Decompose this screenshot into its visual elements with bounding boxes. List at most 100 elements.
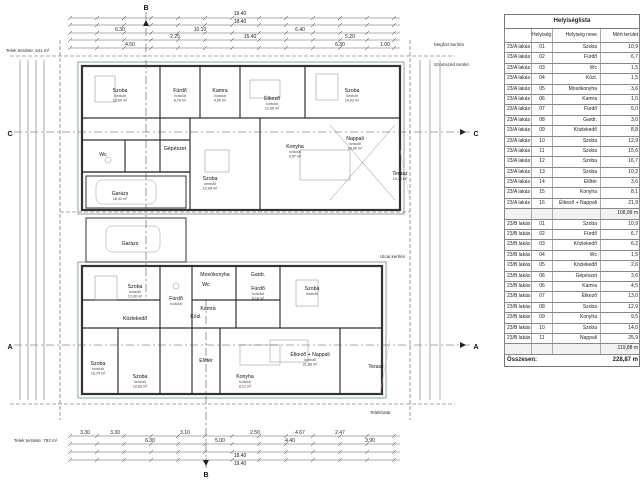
room-name: Terasz xyxy=(392,171,408,177)
row-area: 1,5 xyxy=(631,64,638,71)
row-number: 04 xyxy=(532,250,553,261)
row-number: 14 xyxy=(532,178,553,188)
row-unit: 23/B lakás xyxy=(505,240,532,250)
row-area: 6,2 xyxy=(631,241,638,248)
header-col-unit xyxy=(505,29,532,42)
row-name: Közlekedő xyxy=(553,126,601,136)
room-floor: laminált xyxy=(346,94,358,98)
room-floor: burkolat xyxy=(214,94,226,98)
row-unit: 23/B lakás xyxy=(505,292,532,302)
row-number: 02 xyxy=(532,230,553,240)
row-name: Kamra xyxy=(553,94,601,105)
room-area: 9,57 m² xyxy=(289,155,302,159)
row-area: 12,9 xyxy=(628,303,638,310)
dim-top-inner: 18.40 xyxy=(234,19,247,25)
room-name: Gépészet xyxy=(164,146,187,152)
room-floor: laminált xyxy=(306,292,318,296)
row-area: 4,5 xyxy=(631,282,638,289)
room-name: Konyha xyxy=(286,144,304,150)
row-area: 3,6 xyxy=(631,179,638,186)
room-name: Kamra xyxy=(200,306,215,312)
dim-top-seg5: 4.50 xyxy=(125,42,135,48)
row-number: 01 xyxy=(532,43,553,53)
row-name: Gépészet xyxy=(553,271,601,281)
row-name: Fürdő xyxy=(553,230,601,240)
room-name: Wc xyxy=(202,282,210,288)
room-area: 21,88 m² xyxy=(303,363,318,367)
room-floor: burkolat xyxy=(289,150,301,154)
room-name: Étkező xyxy=(264,95,280,102)
dim-top-seg3: 2.25 xyxy=(170,34,180,40)
subtotal-b-value: 119,88 m xyxy=(617,345,638,352)
room-area: 8,12 m² xyxy=(239,385,252,389)
room-name: Szoba xyxy=(345,88,360,94)
row-unit: 23/A lakás xyxy=(505,188,532,198)
room-area: 6,76 m² xyxy=(174,99,187,103)
room-floor: laminált xyxy=(349,142,361,146)
row-name: Közlekedő xyxy=(553,261,601,271)
row-name: Étkező xyxy=(553,292,601,302)
row-unit: 23/A lakás xyxy=(505,43,532,53)
dim-bottom-seg5: 5.00 xyxy=(215,438,225,444)
dim-bottom-seg1: 3.30 xyxy=(80,430,90,436)
row-unit: 23/A lakás xyxy=(505,53,532,63)
row-unit: 23/A lakás xyxy=(505,63,532,74)
header-col-area: Mért terület xyxy=(612,32,638,38)
row-area: 10,9 xyxy=(628,44,638,50)
room-area: 19,24 m² xyxy=(393,177,408,181)
dim-bottom-inner: 18.40 xyxy=(234,453,247,459)
row-name: Wc xyxy=(553,63,601,74)
room-name: Terasz xyxy=(368,364,384,370)
row-unit: 23/A lakás xyxy=(505,167,532,178)
room-name: Szoba xyxy=(133,374,148,380)
row-unit: 23/A lakás xyxy=(505,105,532,115)
dim-bottom-seg9: 2.47 xyxy=(335,430,345,436)
row-number: 15 xyxy=(532,188,553,198)
row-unit: 23/A lakás xyxy=(505,84,532,94)
row-unit: 23/B lakás xyxy=(505,250,532,261)
row-number: 10 xyxy=(532,323,553,333)
row-area: 3,6 xyxy=(631,272,638,279)
header-col-number: Helyiség szám xyxy=(532,29,553,42)
room-floor: burkolat xyxy=(170,302,182,306)
room-name: Szoba xyxy=(113,88,128,94)
row-name: Szoba xyxy=(553,43,601,53)
row-name: Kamra xyxy=(553,281,601,292)
dim-bottom-seg10: 3.90 xyxy=(365,438,375,444)
row-unit: 23/A lakás xyxy=(505,115,532,126)
row-area: 13,0 xyxy=(628,293,638,300)
room-area: 18,42 m² xyxy=(113,197,128,201)
row-unit: 23/B lakás xyxy=(505,271,532,281)
dim-top-seg7: 5.20 xyxy=(345,34,355,40)
room-area: 6,18 m² xyxy=(252,297,265,301)
section-a-right: A xyxy=(473,344,478,351)
row-unit: 23/A lakás xyxy=(505,178,532,188)
row-name: Szoba xyxy=(553,302,601,313)
room-floor: laminált xyxy=(134,380,146,384)
lot-area-bottom: Telek területe: 793 m² xyxy=(14,438,58,443)
row-number: 07 xyxy=(532,105,553,115)
room-name: Kamra xyxy=(212,88,227,94)
room-floor: laminált xyxy=(92,367,104,371)
row-unit: 23/B lakás xyxy=(505,219,532,230)
dim-bottom-seg2: 3.30 xyxy=(110,430,120,436)
row-number: 02 xyxy=(532,53,553,63)
row-unit: 23/A lakás xyxy=(505,136,532,146)
row-name: Közl. xyxy=(553,74,601,84)
row-area: 2,6 xyxy=(631,262,638,269)
row-unit: 23/A lakás xyxy=(505,146,532,157)
row-name: Szoba xyxy=(553,146,601,157)
total-value: 228,87 m xyxy=(612,356,638,363)
room-area: 12,98 m² xyxy=(203,187,218,191)
margin-label-1: Megfúrt kerítés xyxy=(434,42,465,47)
grand-total: Összesen: 228,87 m xyxy=(504,354,640,367)
room-area: 14,03 m² xyxy=(345,99,360,103)
section-a-left: A xyxy=(7,344,12,351)
